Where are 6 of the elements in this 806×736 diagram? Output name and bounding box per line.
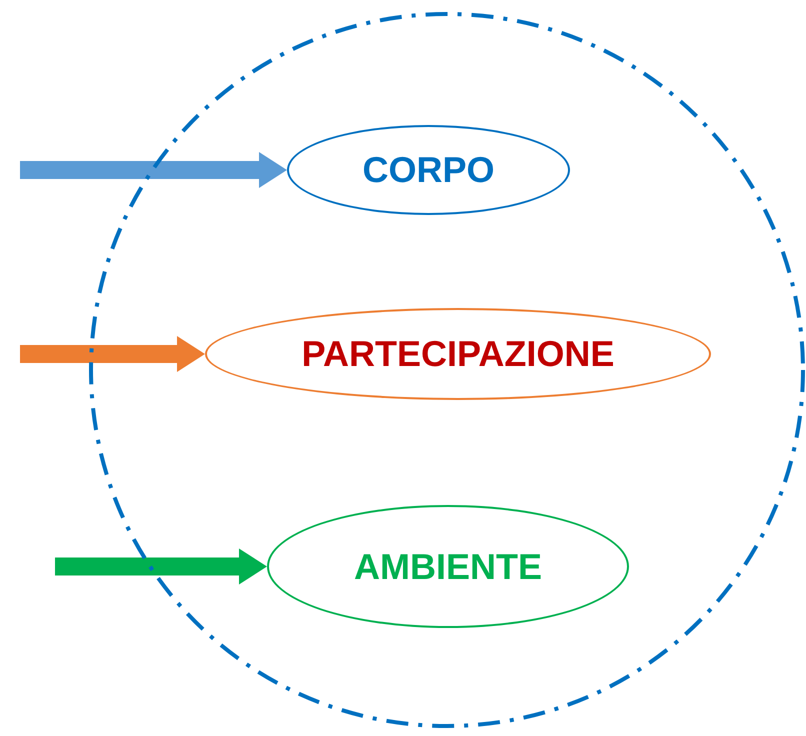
block-arrow [20,336,205,372]
node-label: CORPO [362,149,494,191]
block-arrow [55,548,267,584]
block-arrow [20,152,287,188]
node-label: AMBIENTE [354,546,542,588]
node-label: PARTECIPAZIONE [302,333,614,375]
